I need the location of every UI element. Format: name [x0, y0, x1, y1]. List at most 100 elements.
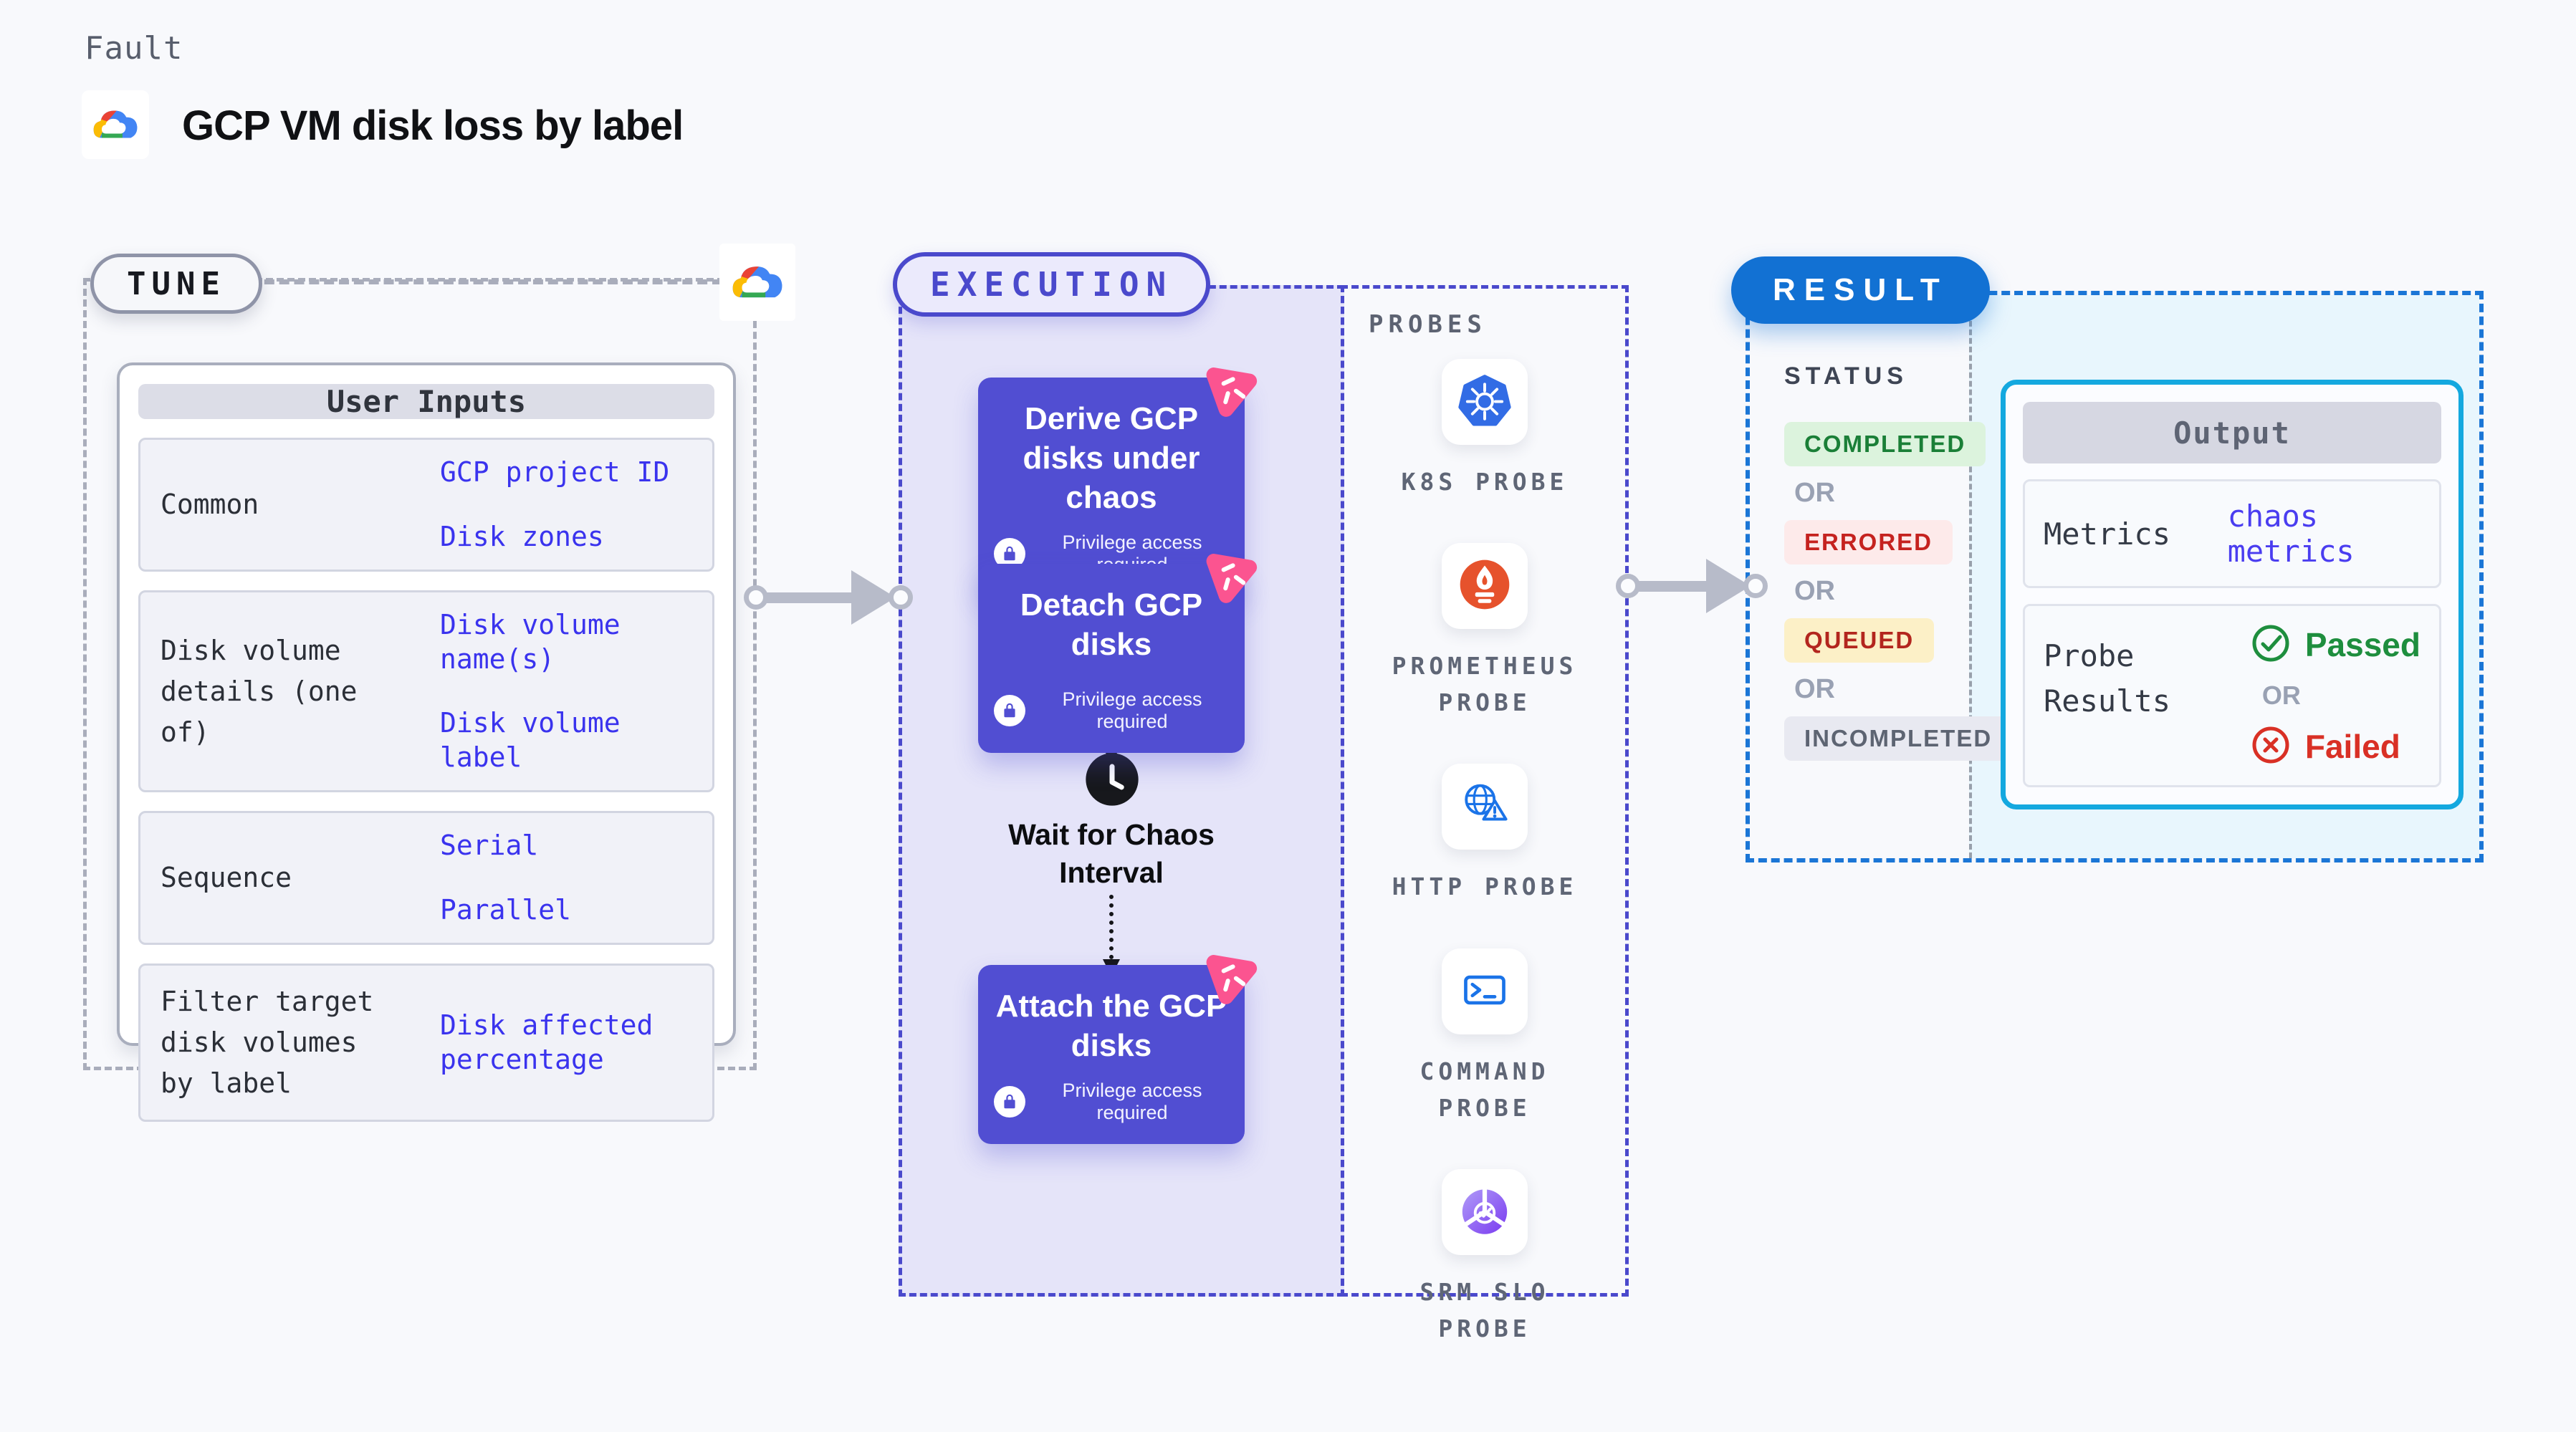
user-inputs-header: User Inputs — [138, 384, 714, 419]
probe-item-command: COMMAND PROBE — [1370, 948, 1599, 1126]
probes-section: PROBES — [1341, 285, 1629, 1342]
arrow-head — [851, 570, 896, 625]
row-label: Common — [161, 489, 259, 520]
arrow-end-dot — [1743, 574, 1768, 598]
node-title: Derive GCP disks under chaos — [1023, 401, 1200, 515]
prometheus-icon — [1457, 557, 1513, 615]
srm-slo-icon — [1457, 1183, 1513, 1241]
flow-connector — [1103, 895, 1120, 976]
probe-item-k8s: K8S PROBE — [1402, 359, 1569, 500]
or-label: OR — [2261, 681, 2301, 710]
probe-name: COMMAND PROBE — [1419, 1057, 1550, 1122]
status-column: STATUS COMPLETED OR ERRORED OR QUEUED OR… — [1784, 362, 2013, 761]
chaos-flag-icon — [1200, 545, 1262, 607]
gcp-logo-card — [82, 90, 149, 159]
passed-check-icon — [2251, 623, 2291, 666]
input-link-parallel[interactable]: Parallel — [440, 893, 572, 926]
node-attach-gcp-disks: Attach the GCP disks Privilege access re… — [978, 955, 1258, 1144]
gcp-logo-corner-card — [719, 244, 795, 321]
probe-item-srm-slo: SRM SLO PROBE — [1370, 1168, 1599, 1347]
node-detach-gcp-disks: Detach GCP disks Privilege access requir… — [978, 554, 1258, 753]
clock-icon — [1084, 751, 1140, 807]
http-globe-warning-icon — [1457, 777, 1513, 836]
or-label: OR — [1794, 576, 1835, 606]
passed-label: Passed — [2304, 626, 2421, 663]
arrow-head — [1706, 559, 1751, 613]
execution-section: Derive GCP disks under chaos Privilege a… — [899, 285, 1344, 1297]
probe-card — [1442, 764, 1528, 850]
output-card: Output Metrics chaos metrics Probe Resul… — [2001, 380, 2464, 809]
input-link-serial[interactable]: Serial — [440, 830, 539, 861]
or-label: OR — [1794, 478, 1835, 508]
user-inputs-card: User Inputs Common GCP project ID Disk z… — [117, 362, 736, 1122]
probe-card — [1442, 359, 1528, 445]
status-badge-incompleted: INCOMPLETED — [1784, 716, 2013, 761]
table-row: Disk volume details (one of) Disk volume… — [138, 590, 714, 792]
tune-connector-dashed-line — [249, 279, 722, 284]
input-link-gcp-project-id[interactable]: GCP project ID — [440, 456, 670, 488]
status-badge-completed: COMPLETED — [1784, 422, 1986, 466]
table-row: Filter target disk volumes by label Disk… — [138, 964, 714, 1122]
row-label: Filter target disk volumes by label — [161, 986, 374, 1099]
terminal-icon — [1457, 962, 1513, 1021]
metrics-label: Metrics — [2044, 516, 2171, 552]
probe-item-prometheus: PROMETHEUS PROBE — [1370, 543, 1599, 721]
failed-x-icon — [2251, 725, 2291, 768]
page-title: GCP VM disk loss by label — [182, 102, 684, 149]
lock-icon — [994, 695, 1025, 726]
row-label: Sequence — [161, 862, 292, 893]
execution-badge: EXECUTION — [893, 252, 1211, 317]
probe-name: K8S PROBE — [1401, 468, 1569, 496]
arrow-end-dot — [889, 585, 913, 610]
node-title: Attach the GCP disks — [995, 989, 1227, 1063]
metrics-row: Metrics chaos metrics — [2023, 479, 2441, 588]
table-row: Sequence Serial Parallel — [138, 811, 714, 945]
status-label: STATUS — [1784, 362, 1908, 390]
privilege-note: Privilege access required — [1062, 688, 1202, 732]
failed-label: Failed — [2304, 728, 2400, 765]
probes-label: PROBES — [1369, 310, 1487, 339]
gcp-cloud-icon — [88, 102, 143, 148]
gcp-cloud-icon — [727, 256, 788, 308]
probe-item-http: HTTP PROBE — [1392, 764, 1578, 905]
probe-card — [1442, 543, 1528, 630]
table-row: Common GCP project ID Disk zones — [138, 438, 714, 572]
chaos-flag-icon — [1200, 946, 1262, 1008]
probe-card — [1442, 948, 1528, 1034]
tune-badge: TUNE — [90, 254, 262, 314]
probe-results-row: Probe Results Passed OR — [2023, 604, 2441, 787]
result-badge: RESULT — [1731, 256, 1990, 324]
input-link-disk-zones[interactable]: Disk zones — [440, 520, 604, 552]
row-label: Disk volume details (one of) — [161, 634, 358, 748]
status-badge-errored: ERRORED — [1784, 520, 1953, 564]
arrow-shaft — [1636, 580, 1710, 592]
probe-name: PROMETHEUS PROBE — [1392, 652, 1578, 717]
result-divider-dashed-line — [1969, 295, 1972, 858]
wait-for-chaos-interval-label: Wait for Chaos Interval — [1008, 818, 1215, 890]
input-link-disk-volume-names[interactable]: Disk volume name(s) — [440, 609, 621, 675]
input-link-disk-volume-label[interactable]: Disk volume label — [440, 707, 621, 773]
or-label: OR — [1794, 674, 1835, 704]
status-badge-queued: QUEUED — [1784, 618, 1935, 663]
page-kicker: Fault — [85, 30, 183, 67]
kubernetes-icon — [1457, 373, 1513, 431]
node-title: Detach GCP disks — [1020, 587, 1203, 662]
probe-card — [1442, 1168, 1528, 1255]
node-derive-gcp-disks: Derive GCP disks under chaos Privilege a… — [978, 367, 1258, 596]
probe-name: HTTP PROBE — [1392, 873, 1578, 901]
user-inputs-rows: Common GCP project ID Disk zones Disk vo… — [138, 438, 714, 1122]
arrow-tune-to-execution — [744, 569, 913, 626]
chaos-metrics-link[interactable]: chaos metrics — [2227, 499, 2355, 569]
arrow-shaft — [764, 592, 856, 603]
probe-results-label: Probe Results — [2044, 638, 2171, 719]
privilege-note: Privilege access required — [1062, 1080, 1202, 1123]
chaos-flag-icon — [1200, 359, 1262, 421]
lock-icon — [994, 1086, 1025, 1118]
arrow-start-dot — [744, 585, 768, 610]
output-header: Output — [2023, 402, 2441, 463]
probe-name: SRM SLO PROBE — [1419, 1277, 1550, 1342]
arrow-start-dot — [1616, 574, 1640, 598]
input-link-disk-affected-percentage[interactable]: Disk affected percentage — [440, 1009, 653, 1075]
result-section: STATUS COMPLETED OR ERRORED OR QUEUED OR… — [1746, 291, 2484, 862]
